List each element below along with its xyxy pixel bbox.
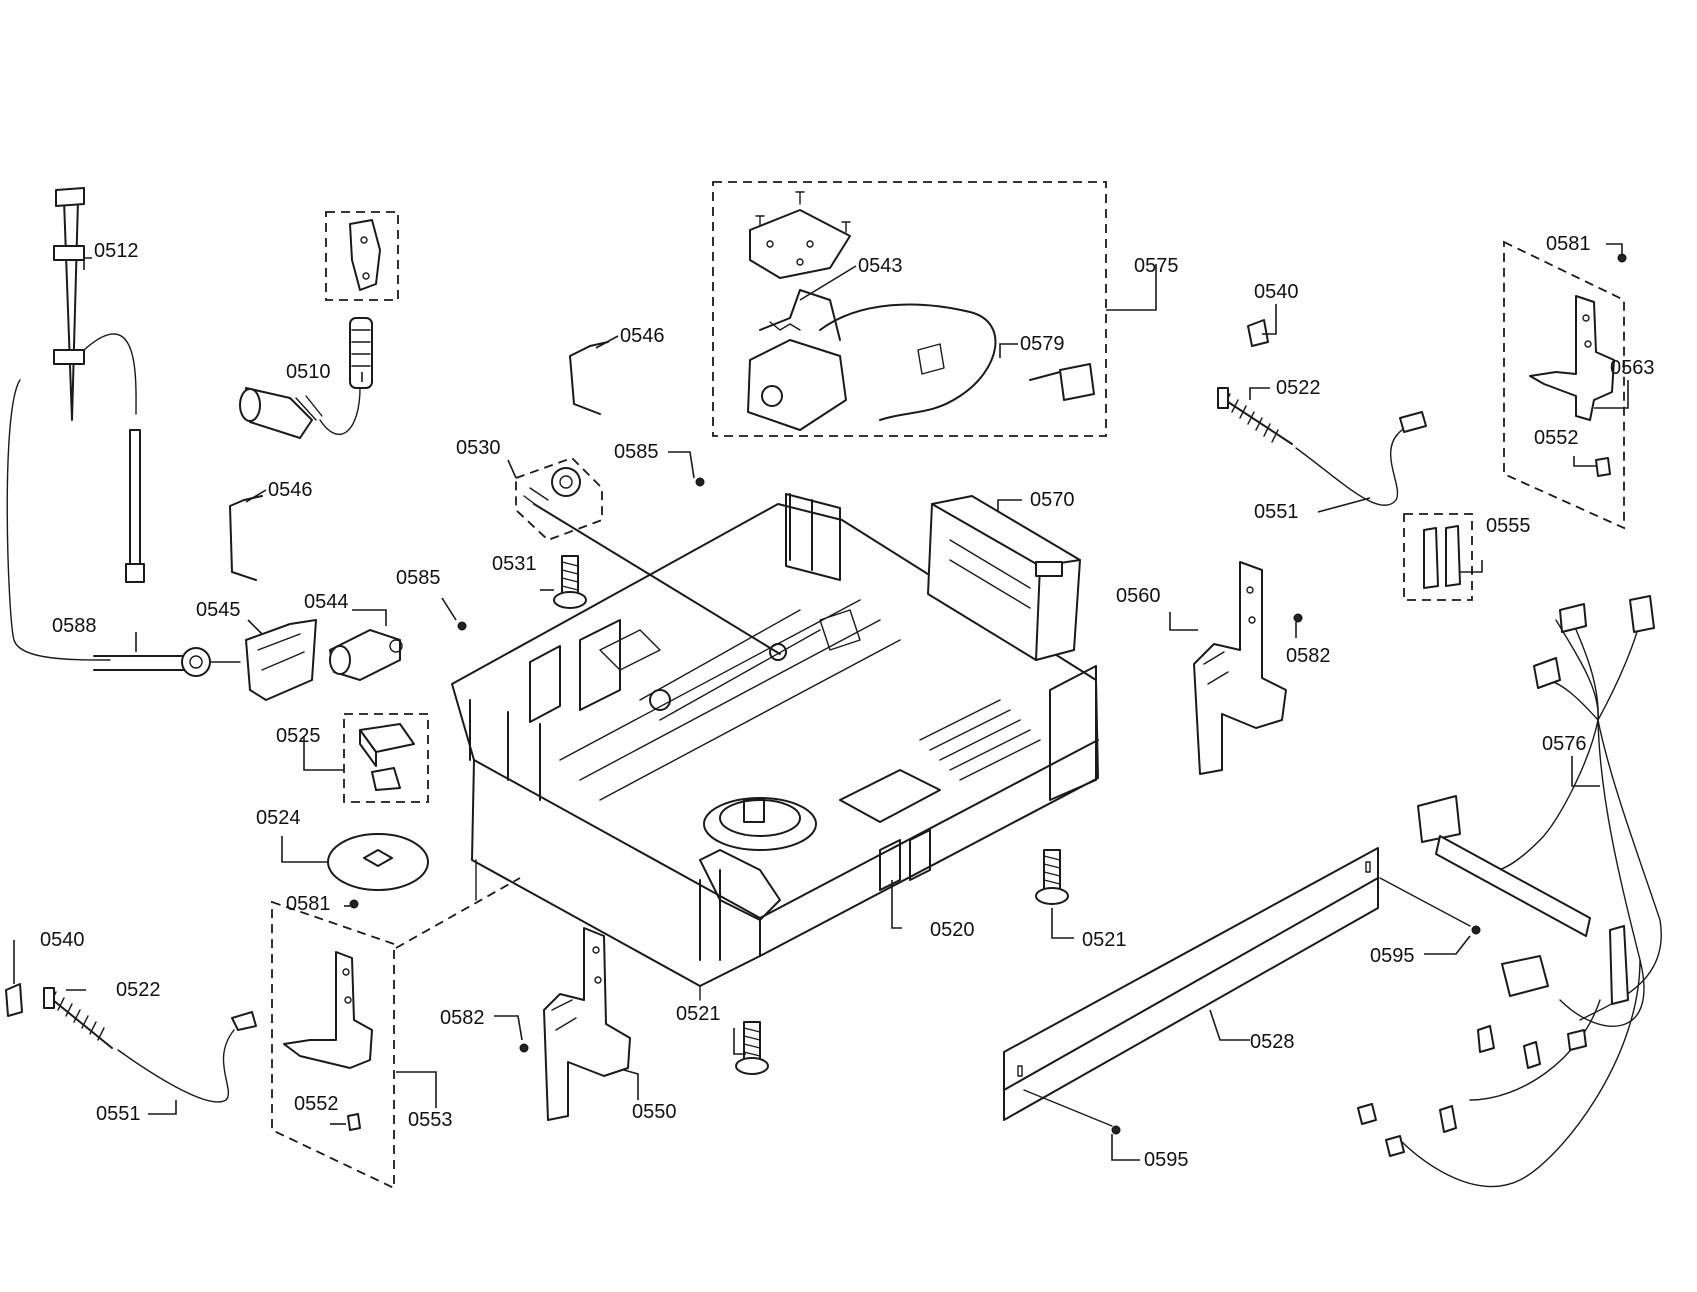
alignment-line [395, 877, 521, 949]
part-0555 [1423, 525, 1461, 589]
part-0582-upper [1293, 613, 1303, 623]
label-0595-right: 0595 [1370, 945, 1415, 967]
part-0512 [6, 187, 145, 661]
label-0560: 0560 [1116, 585, 1161, 607]
label-0544: 0544 [304, 591, 349, 613]
group-boxes [271, 181, 1625, 1190]
base-tub-0520 [451, 493, 1099, 1001]
part-0585-upper [695, 477, 705, 487]
part-0522-right [1217, 387, 1293, 445]
label-0551-right: 0551 [1254, 501, 1299, 523]
group-box-0575 [712, 181, 1107, 437]
label-0543: 0543 [858, 255, 903, 277]
part-0544 [329, 629, 403, 681]
label-0570: 0570 [1030, 489, 1075, 511]
part-0588 [93, 647, 241, 677]
part-0528 [1003, 847, 1481, 1135]
part-0560 [1193, 561, 1287, 775]
part-0510 [239, 317, 373, 439]
part-0522-left [43, 987, 113, 1049]
label-0552-right: 0552 [1534, 427, 1579, 449]
part-0551-right [1295, 411, 1427, 507]
label-0595-left: 0595 [1144, 1149, 1189, 1171]
label-0552-left: 0552 [294, 1093, 339, 1115]
label-0582-lower: 0582 [440, 1007, 485, 1029]
part-0553-hinge [283, 899, 373, 1131]
label-0540-left: 0540 [40, 929, 85, 951]
part-0531 [553, 555, 587, 609]
part-0540-left [5, 983, 23, 1017]
label-0510: 0510 [286, 361, 331, 383]
label-0553: 0553 [408, 1109, 453, 1131]
label-0581-right: 0581 [1546, 233, 1591, 255]
label-0522-left: 0522 [116, 979, 161, 1001]
label-0512: 0512 [94, 240, 139, 262]
label-0582-upper: 0582 [1286, 645, 1331, 667]
label-0585-upper: 0585 [614, 441, 659, 463]
part-0563 [1529, 253, 1627, 477]
label-0550: 0550 [632, 1101, 677, 1123]
group-box-0553 [271, 900, 395, 1190]
leader-lines [13, 243, 1629, 1161]
label-0575: 0575 [1134, 255, 1179, 277]
callout-labels: 0512 0510 0546 0546 0543 0575 0579 0540 … [40, 233, 1655, 1171]
label-0576: 0576 [1542, 733, 1587, 755]
label-0546-upper: 0546 [620, 325, 665, 347]
part-0551-left [117, 1011, 257, 1103]
part-0546-lower [229, 495, 263, 581]
part-0570 [927, 495, 1081, 661]
label-0521-right: 0521 [1082, 929, 1127, 951]
group-box-0563 [1503, 240, 1625, 530]
label-0545: 0545 [196, 599, 241, 621]
part-0540-right [1247, 319, 1269, 347]
label-0540-right: 0540 [1254, 281, 1299, 303]
label-0528: 0528 [1250, 1031, 1295, 1053]
label-0579: 0579 [1020, 333, 1065, 355]
part-0530-rod [523, 467, 787, 661]
label-0531: 0531 [492, 553, 537, 575]
label-0563: 0563 [1610, 357, 1655, 379]
label-0555: 0555 [1486, 515, 1531, 537]
label-0520: 0520 [930, 919, 975, 941]
part-0524 [327, 833, 429, 891]
part-0582-lower [519, 1043, 529, 1053]
label-0546-lower: 0546 [268, 479, 313, 501]
part-0546-upper [569, 341, 609, 415]
label-0524: 0524 [256, 807, 301, 829]
group-box-0555 [1403, 513, 1473, 601]
part-top-bracket [349, 219, 381, 291]
label-0551-left: 0551 [96, 1103, 141, 1125]
label-0585-lower: 0585 [396, 567, 441, 589]
part-0545 [245, 619, 317, 701]
part-0521-right [1035, 849, 1069, 905]
group-box-top-bracket [325, 211, 399, 301]
part-0576 [1357, 595, 1662, 1188]
label-0522-right: 0522 [1276, 377, 1321, 399]
label-0588: 0588 [52, 615, 97, 637]
part-0521-center [735, 1021, 769, 1075]
label-0525: 0525 [276, 725, 321, 747]
part-0585-lower [457, 621, 467, 631]
group-box-0525 [343, 713, 429, 803]
part-0575-assembly [747, 191, 1095, 431]
label-0521-center: 0521 [676, 1003, 721, 1025]
part-0550 [543, 927, 631, 1121]
label-0530: 0530 [456, 437, 501, 459]
label-0581-left: 0581 [286, 893, 331, 915]
part-0525 [359, 723, 415, 791]
